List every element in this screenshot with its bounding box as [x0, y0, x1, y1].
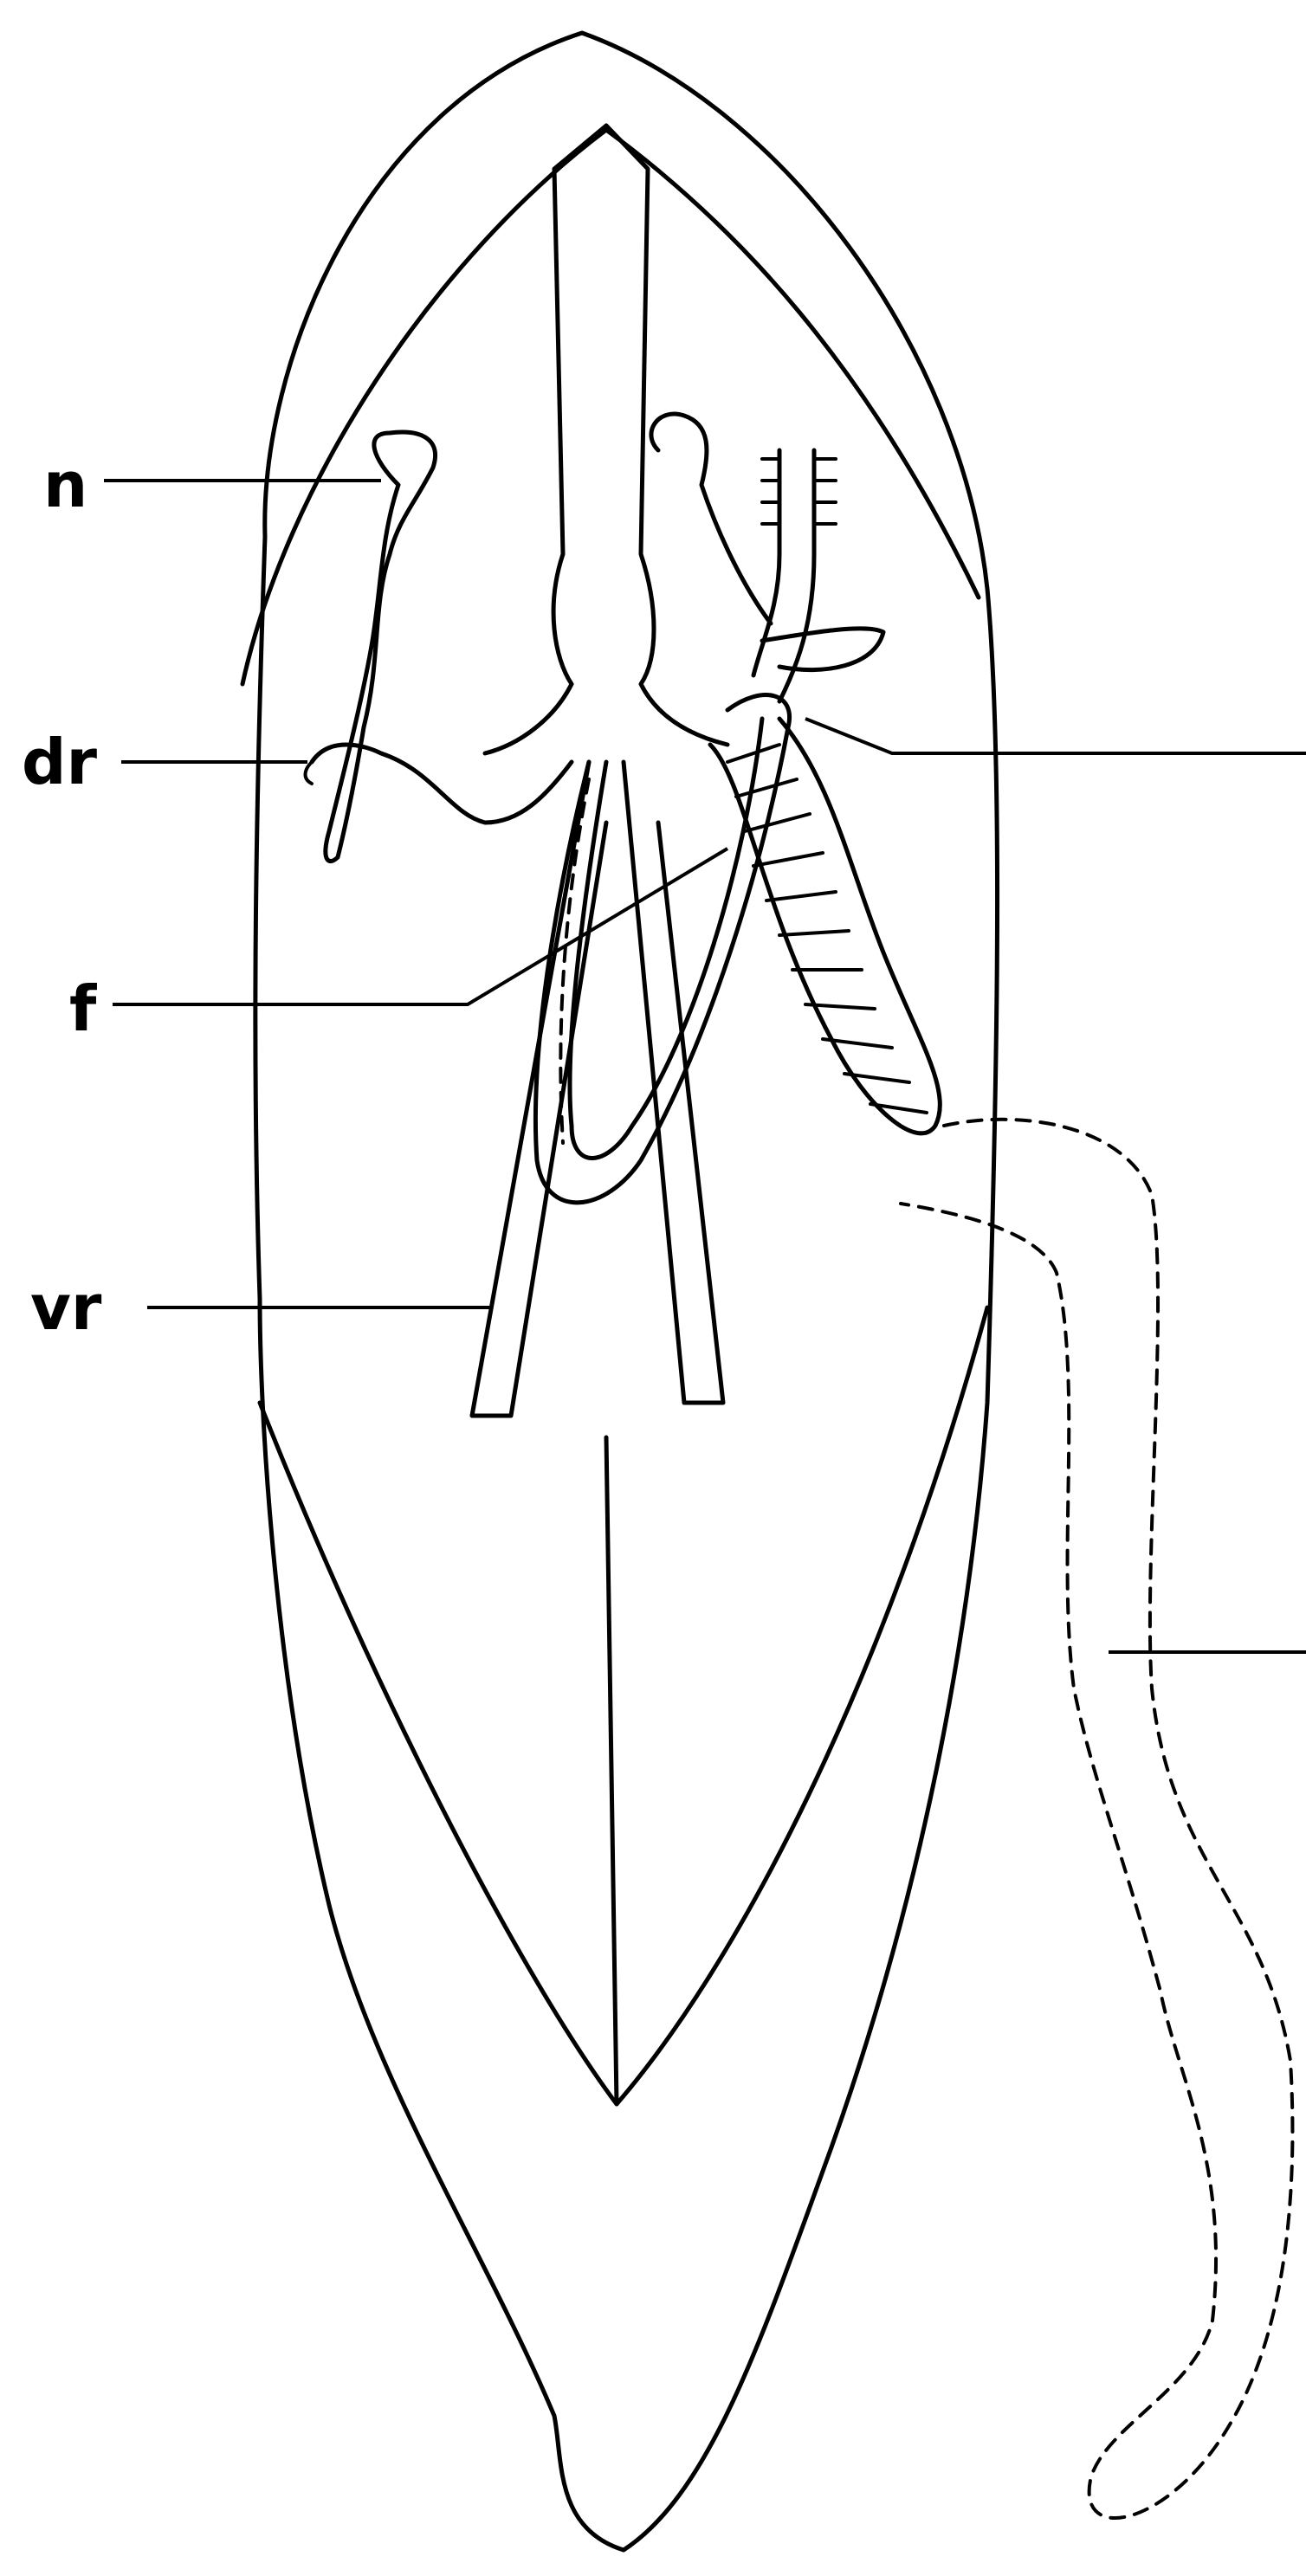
- left-nephridium: [326, 432, 436, 861]
- midline: [606, 1437, 617, 2104]
- label-n: n: [43, 449, 87, 521]
- inner-posterior-v: [260, 1307, 987, 2104]
- label-dr: dr: [22, 726, 98, 798]
- label-vr: vr: [30, 1271, 102, 1344]
- left-duct: [312, 745, 572, 823]
- ventral-rod-right: [624, 762, 723, 1403]
- right-nephridium: [651, 414, 771, 623]
- ventral-rod-left: [472, 762, 606, 1416]
- left-duct-end: [306, 762, 313, 784]
- inner-anterior-line: [242, 130, 979, 684]
- body-outline: [255, 33, 998, 2550]
- leader-right-upper: [805, 719, 1306, 753]
- label-f: f: [69, 972, 97, 1045]
- segmented-coil: [710, 719, 940, 1133]
- extended-tube: [901, 1120, 1292, 2518]
- gut-loop: [535, 695, 789, 1203]
- right-comb: [753, 450, 883, 701]
- pharynx-column: [485, 126, 727, 753]
